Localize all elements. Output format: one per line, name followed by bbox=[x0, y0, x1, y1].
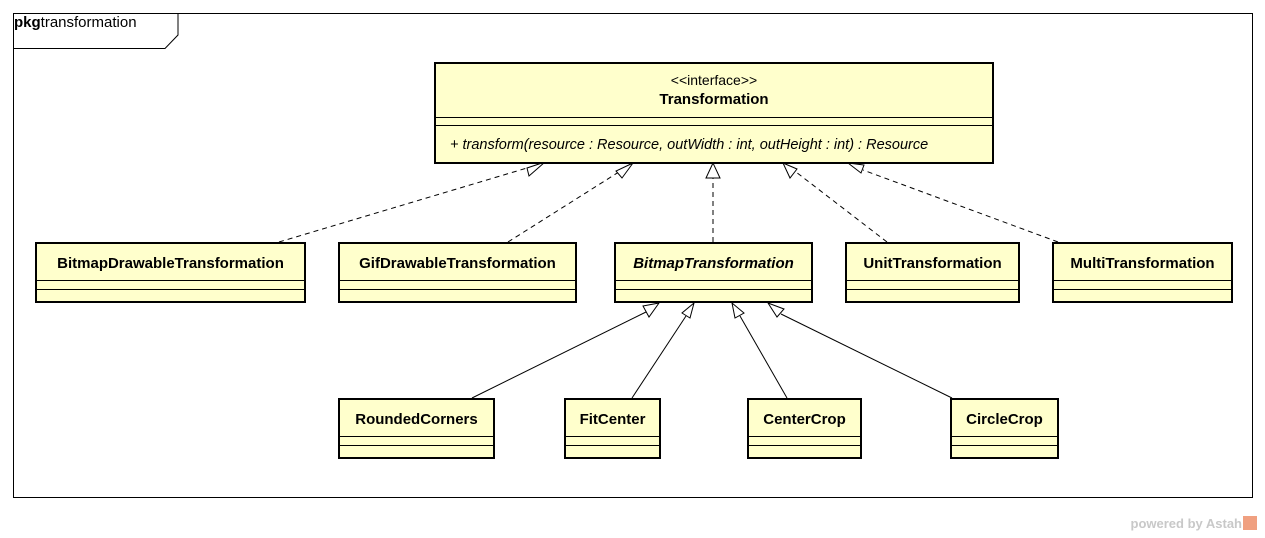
class-name: CircleCrop bbox=[966, 411, 1043, 428]
class-divider-1 bbox=[340, 436, 493, 437]
arrowhead-fitcenter bbox=[681, 301, 695, 319]
class-name: BitmapTransformation bbox=[633, 255, 794, 272]
arrowhead-centercrop bbox=[731, 301, 745, 319]
class-multitransformation[interactable]: MultiTransformation bbox=[1052, 242, 1233, 303]
astah-watermark: powered by Astah bbox=[1131, 516, 1257, 531]
package-label: pkgtransformation bbox=[14, 14, 137, 31]
class-divider-2 bbox=[340, 445, 493, 446]
class-divider-1 bbox=[749, 436, 860, 437]
class-name: BitmapDrawableTransformation bbox=[57, 255, 284, 272]
interface-divider-2 bbox=[436, 125, 992, 126]
class-fitcenter[interactable]: FitCenter bbox=[564, 398, 661, 459]
package-tab-outline bbox=[13, 13, 179, 49]
interface-divider-1 bbox=[436, 117, 992, 118]
generalization-fitcenter bbox=[631, 315, 687, 399]
class-divider-2 bbox=[1054, 289, 1231, 290]
arrowhead-unit bbox=[781, 162, 798, 179]
arrowhead-bitmapdrawable bbox=[526, 161, 546, 177]
realization-unit bbox=[795, 171, 888, 243]
class-divider-1 bbox=[1054, 280, 1231, 281]
class-divider-1 bbox=[37, 280, 304, 281]
class-name: CenterCrop bbox=[763, 411, 846, 428]
package-keyword: pkg bbox=[14, 14, 41, 31]
realization-multi bbox=[862, 169, 1059, 243]
class-unittransformation[interactable]: UnitTransformation bbox=[845, 242, 1020, 303]
class-divider-1 bbox=[847, 280, 1018, 281]
package-frame bbox=[13, 13, 1253, 498]
interface-transformation[interactable]: <<interface>> Transformation + transform… bbox=[434, 62, 994, 164]
class-name: FitCenter bbox=[579, 411, 646, 428]
class-gifdrawabletransformation[interactable]: GifDrawableTransformation bbox=[338, 242, 577, 303]
class-divider-2 bbox=[749, 445, 860, 446]
class-bitmapdrawabletransformation[interactable]: BitmapDrawableTransformation bbox=[35, 242, 306, 303]
interface-stereotype: <<interface>> bbox=[670, 72, 758, 88]
interface-operation: + transform(resource : Resource, outWidt… bbox=[450, 137, 929, 153]
interface-name: Transformation bbox=[659, 91, 769, 108]
class-bitmaptransformation[interactable]: BitmapTransformation bbox=[614, 242, 813, 303]
class-divider-1 bbox=[616, 280, 811, 281]
arrowhead-roundedcorners bbox=[642, 302, 661, 318]
watermark-text: powered by Astah bbox=[1130, 516, 1242, 531]
class-divider-2 bbox=[340, 289, 575, 290]
class-name: UnitTransformation bbox=[863, 255, 1002, 272]
generalization-roundedcorners bbox=[471, 311, 647, 399]
arrowhead-gifdrawable bbox=[615, 162, 634, 179]
astah-logo-icon bbox=[1243, 516, 1257, 530]
realization-gifdrawable bbox=[507, 169, 623, 243]
arrowhead-circlecrop bbox=[766, 302, 785, 318]
class-divider-2 bbox=[37, 289, 304, 290]
realization-bitmapdrawable bbox=[278, 167, 528, 243]
class-name: GifDrawableTransformation bbox=[359, 255, 556, 272]
class-divider-2 bbox=[847, 289, 1018, 290]
class-roundedcorners[interactable]: RoundedCorners bbox=[338, 398, 495, 459]
class-divider-1 bbox=[566, 436, 659, 437]
package-name: transformation bbox=[40, 14, 137, 31]
generalization-circlecrop bbox=[780, 313, 953, 399]
class-name: RoundedCorners bbox=[355, 411, 478, 428]
class-divider-1 bbox=[952, 436, 1057, 437]
arrowhead-bitmap bbox=[705, 161, 721, 179]
class-divider-2 bbox=[566, 445, 659, 446]
class-circlecrop[interactable]: CircleCrop bbox=[950, 398, 1059, 459]
class-name: MultiTransformation bbox=[1070, 255, 1215, 272]
generalization-centercrop bbox=[739, 315, 788, 399]
class-divider-1 bbox=[340, 280, 575, 281]
class-divider-2 bbox=[616, 289, 811, 290]
arrowhead-multi bbox=[846, 162, 865, 174]
class-centercrop[interactable]: CenterCrop bbox=[747, 398, 862, 459]
class-divider-2 bbox=[952, 445, 1057, 446]
